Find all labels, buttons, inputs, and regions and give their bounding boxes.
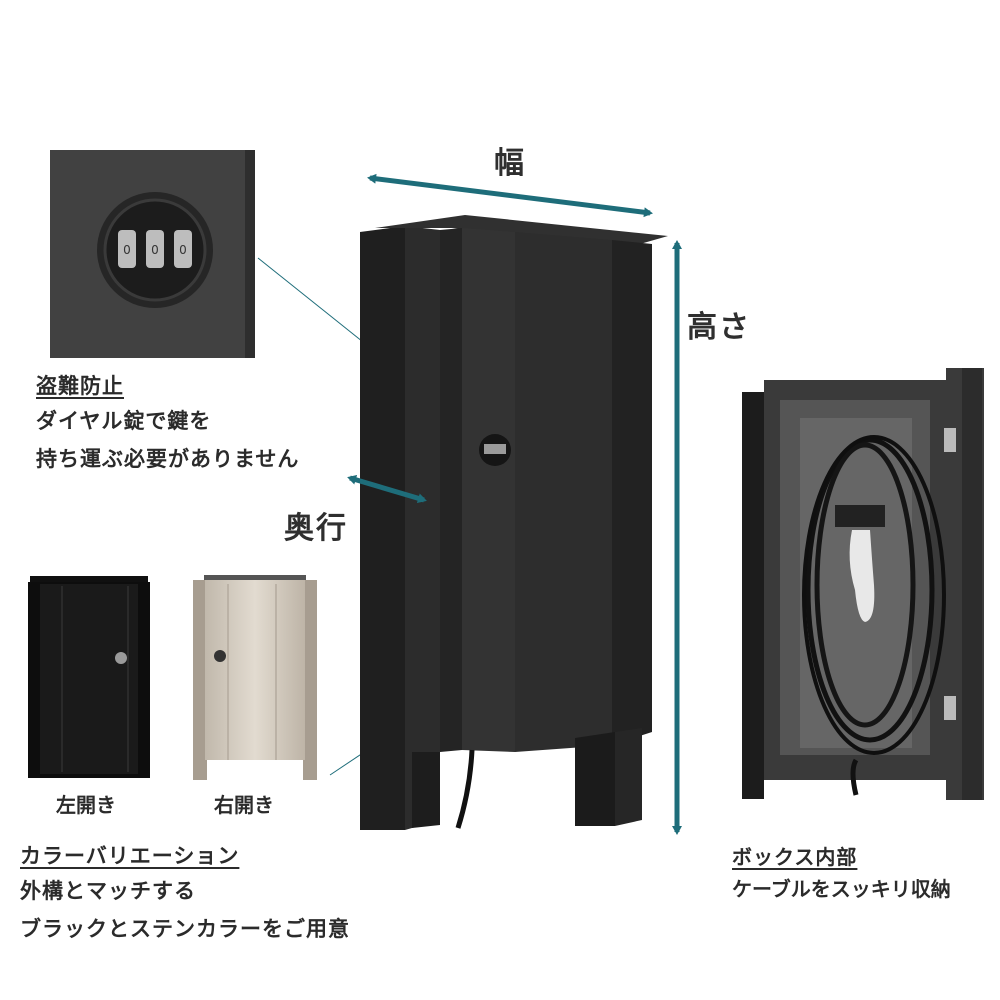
svg-text:0: 0 [151, 243, 159, 257]
box-interior-feature: ボックス内部 ケーブルをスッキリ収納 [732, 841, 951, 908]
color-variation-heading: カラーバリエーション [20, 844, 240, 868]
height-label: 高さ [687, 310, 751, 345]
anti-theft-heading: 盗難防止 [36, 374, 124, 398]
svg-text:0: 0 [123, 243, 131, 257]
anti-theft-feature: 盗難防止 ダイヤル錠で鍵を 持ち運ぶ必要がありません [36, 370, 299, 478]
box-interior-heading: ボックス内部 [732, 845, 858, 869]
stainless-right-open-variant [193, 575, 317, 780]
box-interior-line-1: ケーブルをスッキリ収納 [732, 877, 951, 901]
right-open-caption: 右開き [214, 793, 274, 817]
box-interior-photo [742, 368, 984, 800]
depth-arrow [347, 474, 427, 504]
color-variation-line-2: ブラックとステンカラーをご用意 [20, 917, 350, 941]
ev-charger-storage-box [360, 215, 668, 830]
anti-theft-line-1: ダイヤル錠で鍵を [36, 409, 212, 433]
color-variation-feature: カラーバリエーション 外構とマッチする ブラックとステンカラーをご用意 [20, 840, 350, 948]
depth-label: 奥行 [284, 511, 348, 546]
anti-theft-line-2: 持ち運ぶ必要がありません [36, 447, 300, 471]
dial-lock-closeup-photo: 0 0 0 [50, 150, 255, 358]
left-open-caption: 左開き [56, 793, 116, 817]
black-left-open-variant [28, 576, 150, 778]
svg-text:0: 0 [179, 243, 187, 257]
color-variation-line-1: 外構とマッチする [20, 879, 196, 903]
width-label: 幅 [494, 146, 526, 181]
width-arrow [367, 173, 653, 218]
